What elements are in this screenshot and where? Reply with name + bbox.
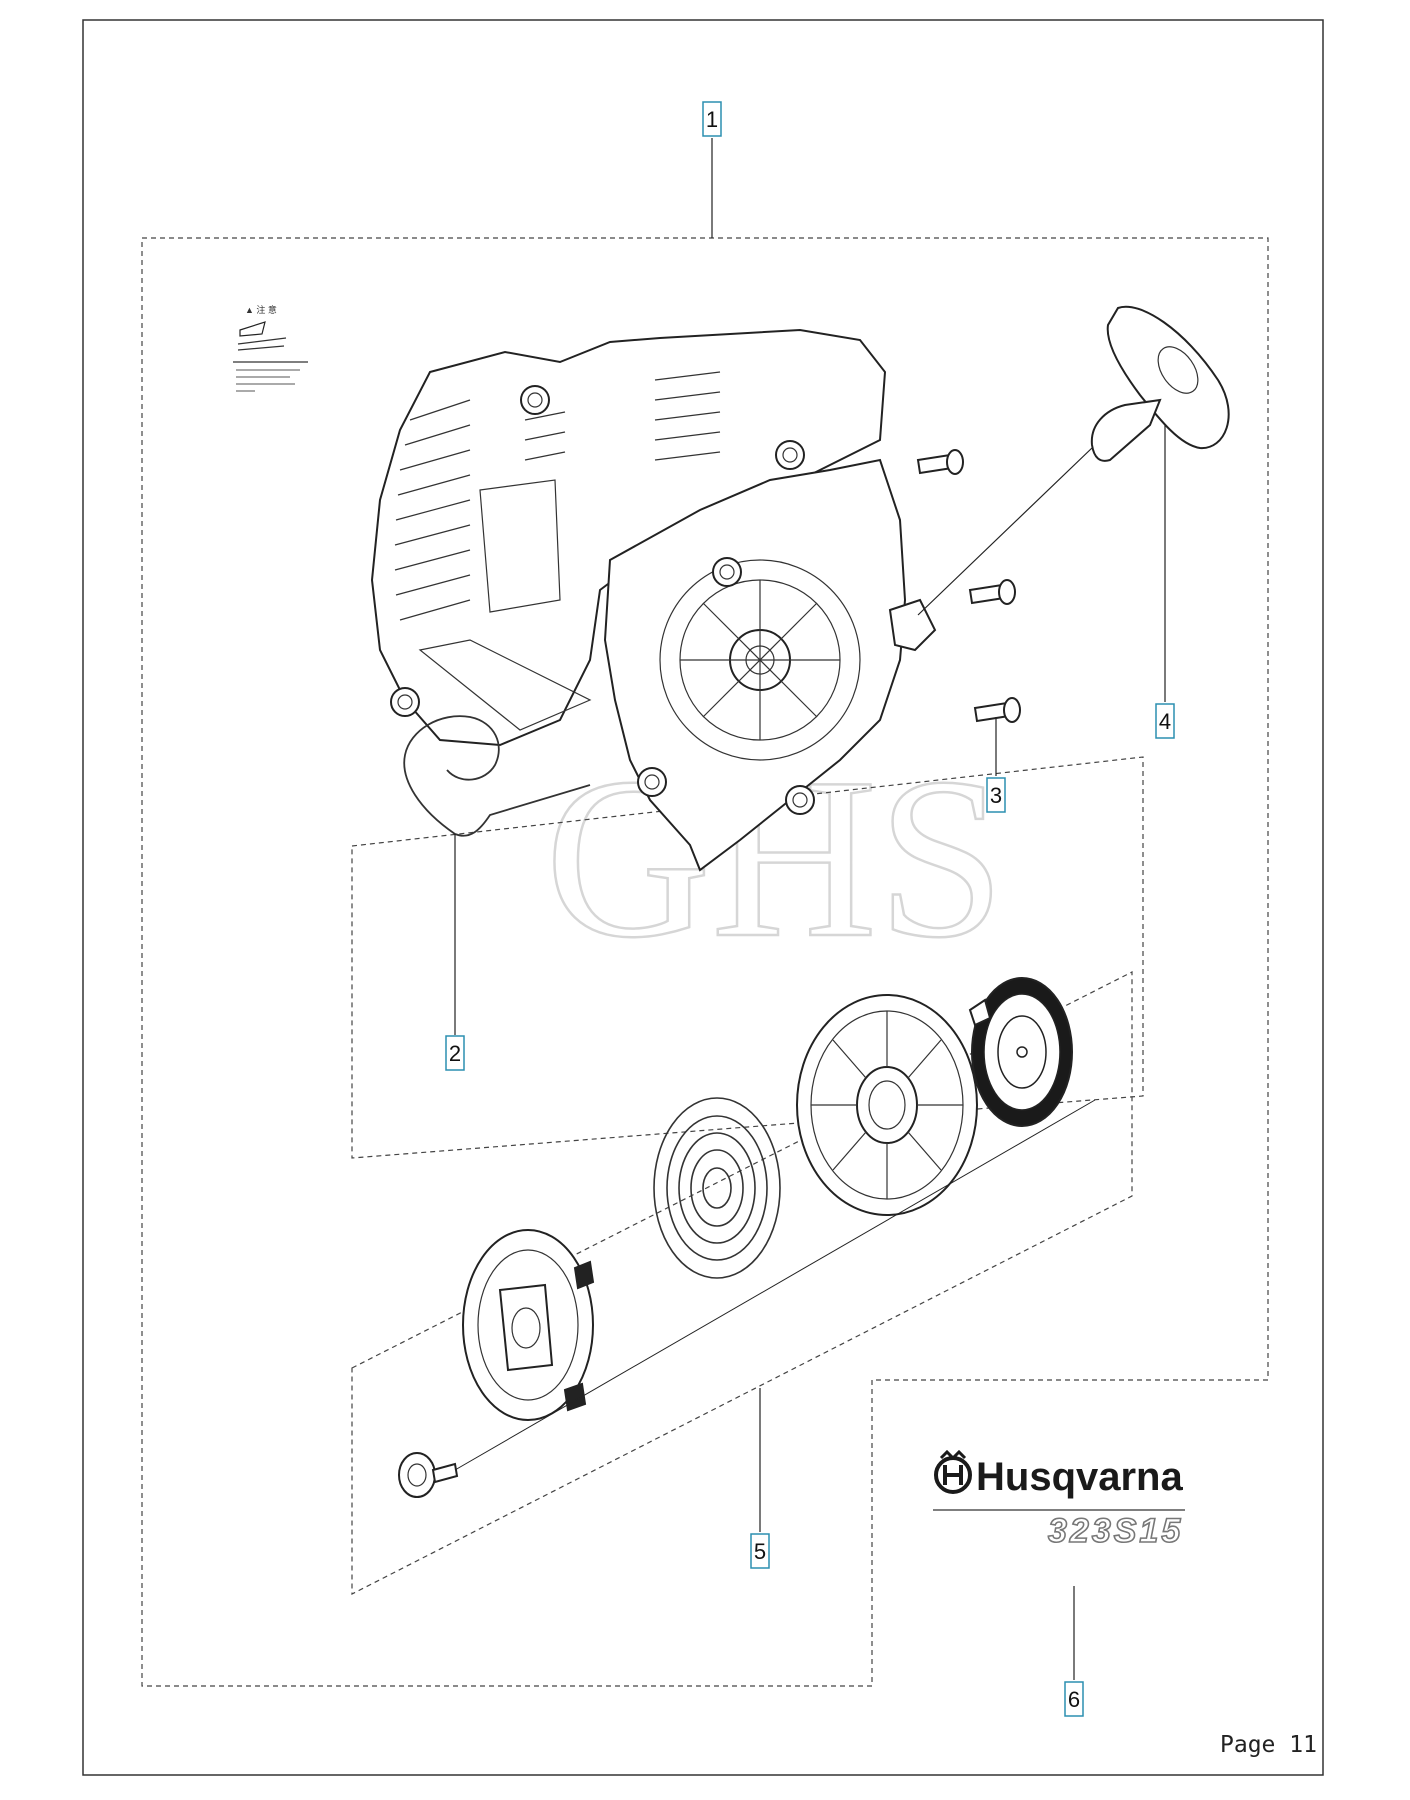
assembly-boundary: [351, 971, 1133, 1595]
kit-boundary: [141, 237, 1269, 1687]
model-code: 323S15: [1048, 1512, 1183, 1550]
svg-text:▲ 注 意: ▲ 注 意: [245, 304, 277, 315]
starter-rope: [917, 446, 1094, 616]
callout-1[interactable]: 1: [702, 101, 722, 137]
svg-text:5: 5: [754, 1539, 766, 1564]
pulley-assembly: [398, 977, 1096, 1498]
callout-2[interactable]: 2: [445, 1035, 465, 1071]
husqvarna-decal: Husqvarna 323S15: [933, 1449, 1185, 1551]
svg-text:6: 6: [1068, 1687, 1080, 1712]
screws: [916, 449, 1021, 723]
starter-handle: [1090, 305, 1230, 462]
brand-name: Husqvarna: [976, 1455, 1183, 1499]
svg-text:2: 2: [449, 1041, 461, 1066]
callout-4[interactable]: 4: [1155, 703, 1175, 739]
callout-3[interactable]: 3: [986, 777, 1006, 813]
svg-text:1: 1: [706, 107, 718, 132]
rope-spring-part: [403, 715, 591, 837]
husqvarna-crown-icon: [934, 1449, 972, 1494]
callout-5[interactable]: 5: [750, 1533, 770, 1569]
housing-subgroup-boundary: [351, 756, 1144, 1159]
callout-6[interactable]: 6: [1064, 1681, 1084, 1717]
svg-text:3: 3: [990, 783, 1002, 808]
starter-housing: [370, 328, 937, 872]
page-number: Page 11: [1220, 1732, 1317, 1758]
warning-decal: ▲ 注 意: [233, 304, 308, 392]
svg-text:4: 4: [1159, 709, 1171, 734]
